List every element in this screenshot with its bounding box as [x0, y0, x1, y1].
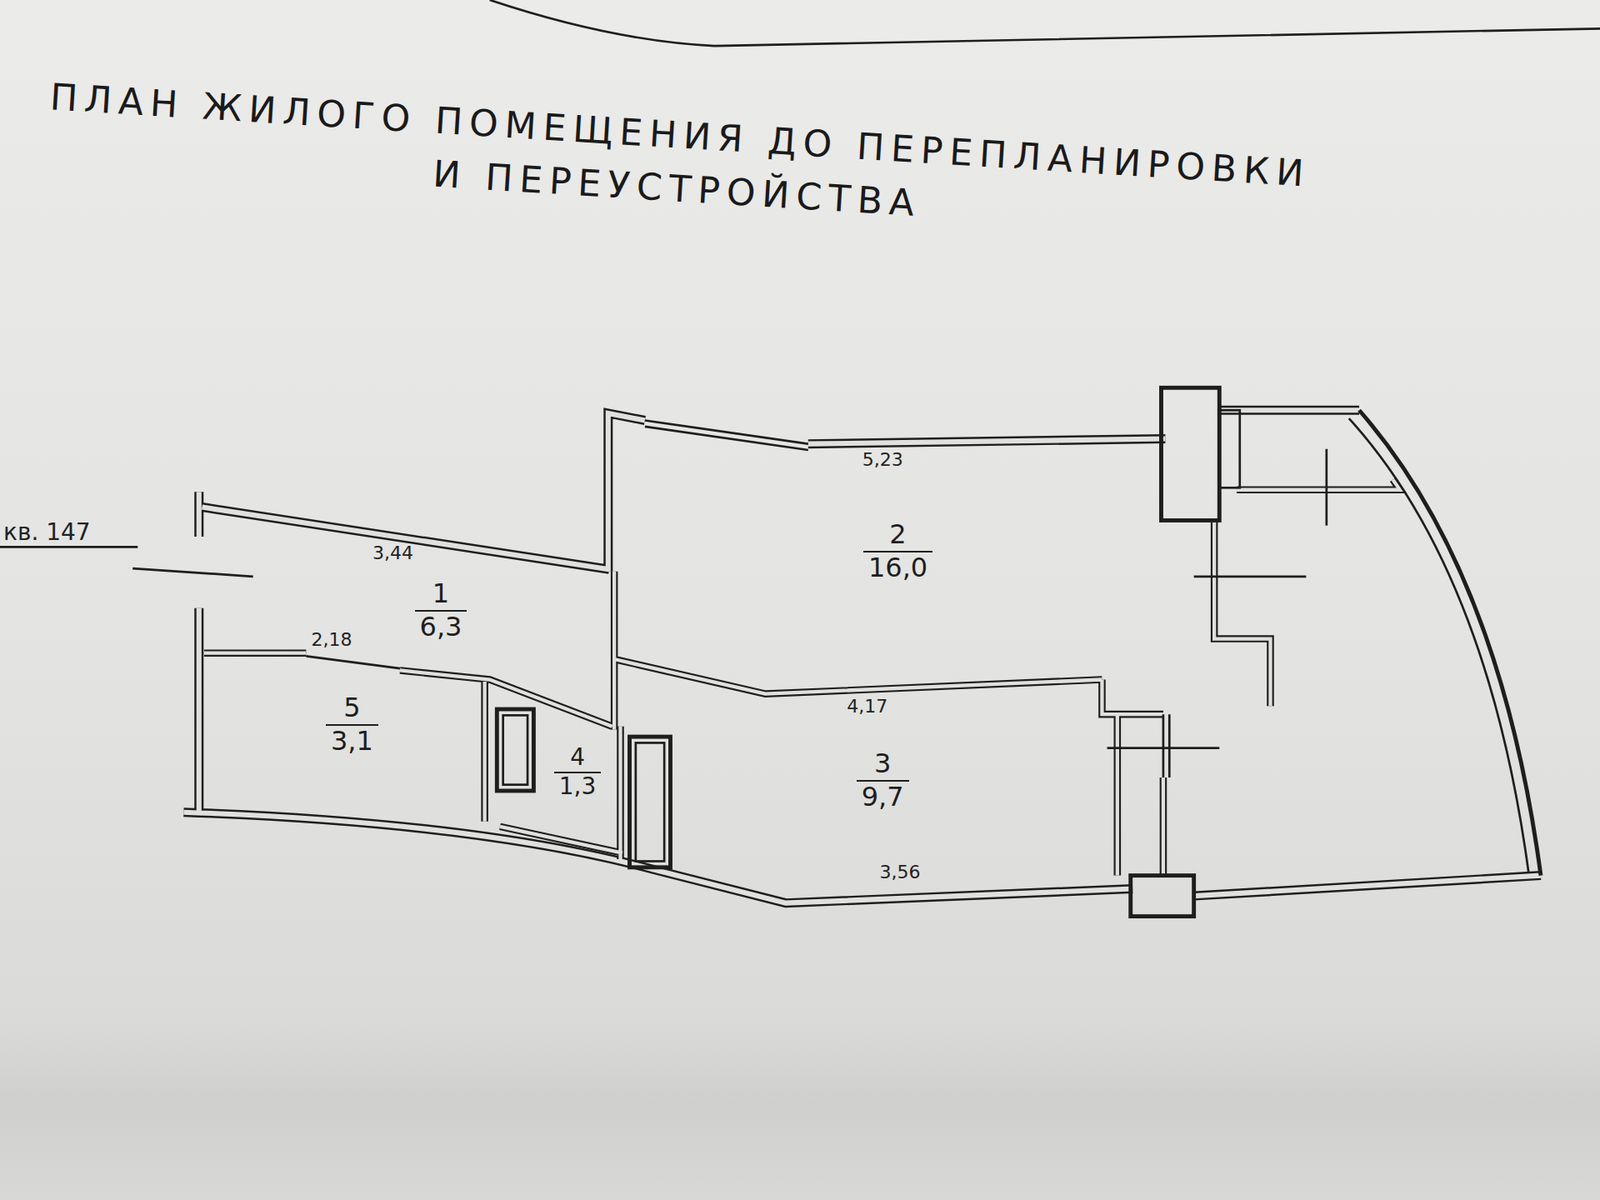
balcony-door — [1163, 714, 1170, 778]
plan-title: ПЛАН ЖИЛОГО ПОМЕЩЕНИЯ ДО ПЕРЕПЛАНИРОВКИ … — [39, 70, 1318, 255]
window — [645, 420, 809, 450]
room-area-value: 16,0 — [863, 552, 933, 584]
exterior-wall — [183, 410, 1541, 903]
section-mark — [1325, 449, 1328, 526]
shaft — [630, 736, 671, 868]
shaft — [503, 715, 528, 785]
leader-line — [1194, 575, 1307, 578]
room-number: 5 — [325, 692, 379, 726]
shaft — [635, 742, 665, 861]
column — [1160, 387, 1220, 520]
room-area-value: 9,7 — [856, 781, 910, 813]
dimension: 3,56 — [880, 862, 921, 883]
plan-drawing — [0, 0, 1600, 917]
apartment-number: кв. 147 — [3, 520, 91, 546]
loggia-wall — [1219, 410, 1240, 488]
interior-wall — [204, 480, 1400, 876]
room-number: 2 — [863, 519, 933, 553]
balcony-glazing — [1359, 410, 1541, 875]
room-area-value: 1,3 — [554, 773, 602, 800]
room-number: 1 — [415, 578, 468, 612]
room-label: 41,3 — [554, 744, 602, 800]
room-area-value: 6,3 — [415, 611, 468, 643]
exterior-wall-fill — [183, 410, 1541, 903]
dimension: 4,17 — [846, 696, 888, 717]
room-area: 41,3 — [536, 721, 619, 824]
dimension: 2,18 — [310, 630, 352, 650]
leader-line — [1107, 746, 1220, 750]
shaft — [496, 709, 534, 791]
sheet-edge — [490, 0, 1600, 46]
room-area: 39,7 — [800, 724, 965, 837]
leader-line — [132, 568, 253, 577]
room-label: 39,7 — [856, 748, 910, 813]
room-number: 3 — [856, 748, 910, 782]
label-underline — [0, 545, 138, 549]
room-label: 216,0 — [863, 519, 933, 584]
room-area: 53,1 — [280, 673, 424, 775]
room-label: 16,3 — [415, 578, 468, 643]
room-number: 4 — [554, 744, 602, 774]
dimension: 3,44 — [372, 543, 414, 564]
room-area: 216,0 — [810, 495, 985, 608]
column — [1130, 875, 1195, 917]
dimension: 5,23 — [862, 450, 904, 470]
room-label: 53,1 — [325, 692, 379, 757]
balcony-glazing — [1349, 418, 1530, 873]
interior-wall-fill — [204, 480, 1400, 876]
doorway — [305, 655, 400, 669]
room-area-value: 3,1 — [325, 725, 379, 757]
room-area: 16,3 — [364, 559, 518, 661]
